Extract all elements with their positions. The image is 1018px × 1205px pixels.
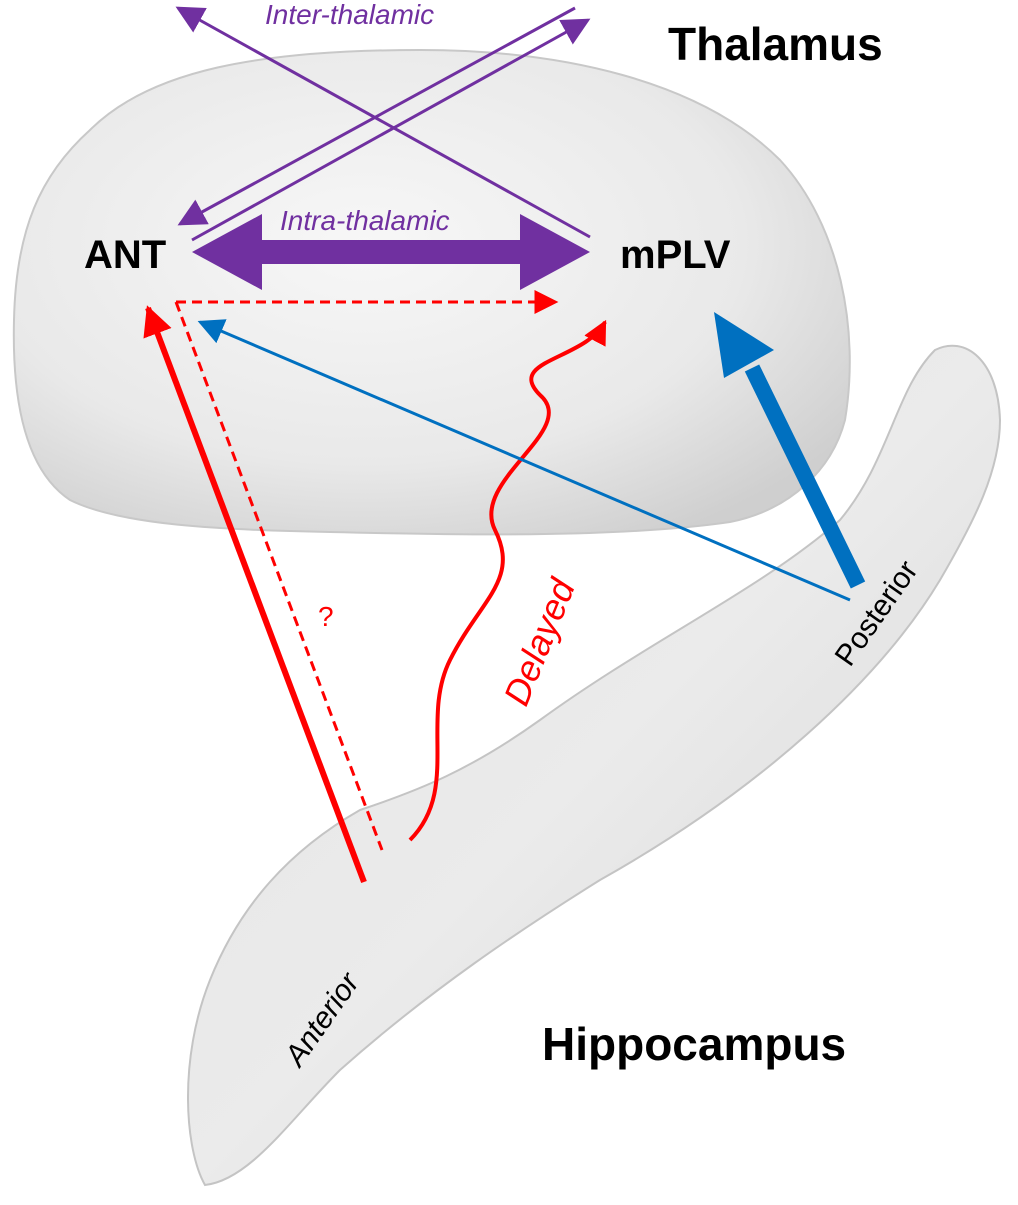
thalamus-label: Thalamus bbox=[668, 18, 883, 70]
inter-thalamic-arrow-to-ant bbox=[177, 6, 576, 226]
inter-thalamic-label: Inter-thalamic bbox=[265, 0, 434, 30]
hippocampus-shape bbox=[187, 344, 1002, 1187]
blue-thick-arrow-posterior-to-mplv-shaft bbox=[744, 364, 866, 589]
blue-thick-arrow-posterior-to-mplv-head bbox=[714, 312, 774, 378]
thalamus-shape bbox=[12, 48, 851, 536]
mplv-label: mPLV bbox=[620, 233, 731, 277]
intra-thalamic-double-arrow bbox=[192, 214, 590, 290]
question-mark-label: ? bbox=[318, 601, 334, 632]
hippocampus-label: Hippocampus bbox=[542, 1018, 846, 1070]
intra-thalamic-label: Intra-thalamic bbox=[280, 205, 450, 236]
blue-thin-arrow-posterior-to-ant bbox=[197, 319, 851, 602]
red-arrow-anterior-to-ant bbox=[143, 305, 367, 884]
red-dashed-line-questioned bbox=[174, 301, 384, 851]
inter-thalamic-arrow-to-top-left bbox=[175, 6, 591, 239]
red-wavy-delayed-arrow bbox=[408, 319, 607, 842]
ant-label: ANT bbox=[84, 233, 166, 277]
inter-thalamic-arrow-from-ant bbox=[191, 18, 591, 242]
delayed-label: Delayed bbox=[495, 572, 583, 711]
